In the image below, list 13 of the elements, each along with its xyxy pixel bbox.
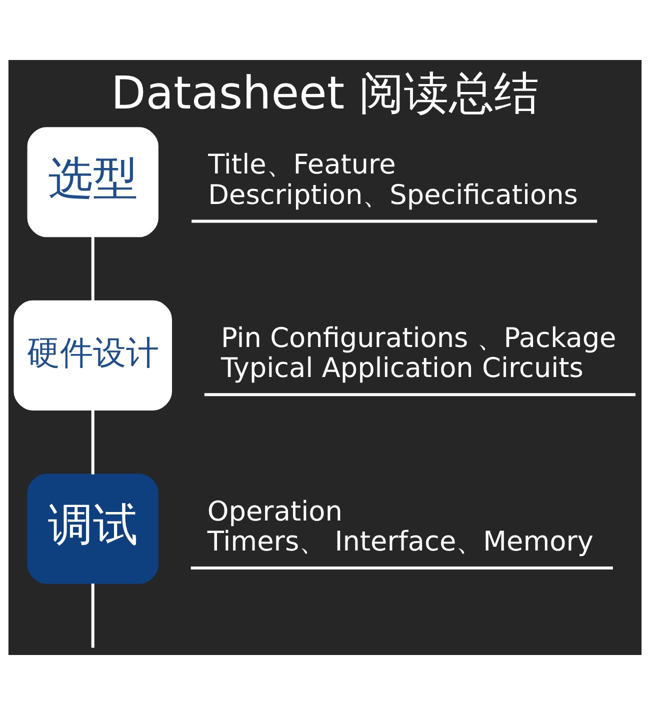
connector bbox=[91, 236, 94, 301]
diagram-title: Datasheet 阅读总结 bbox=[111, 66, 539, 119]
node-box: 调试 bbox=[27, 473, 158, 584]
node-box: 选型 bbox=[27, 126, 158, 237]
connector bbox=[91, 583, 94, 648]
node-label: Title、Feature bbox=[208, 149, 396, 180]
node-label: Description、Specifications bbox=[208, 179, 578, 210]
node-label: Timers、 Interface、Memory bbox=[207, 526, 594, 558]
connector bbox=[91, 409, 94, 474]
node-label: Typical Application Circuits bbox=[220, 352, 584, 384]
node-label: Operation bbox=[207, 496, 342, 527]
node-label: Pin Configurations 、Package bbox=[220, 322, 616, 354]
node-box: 硬件设计 bbox=[14, 300, 172, 410]
